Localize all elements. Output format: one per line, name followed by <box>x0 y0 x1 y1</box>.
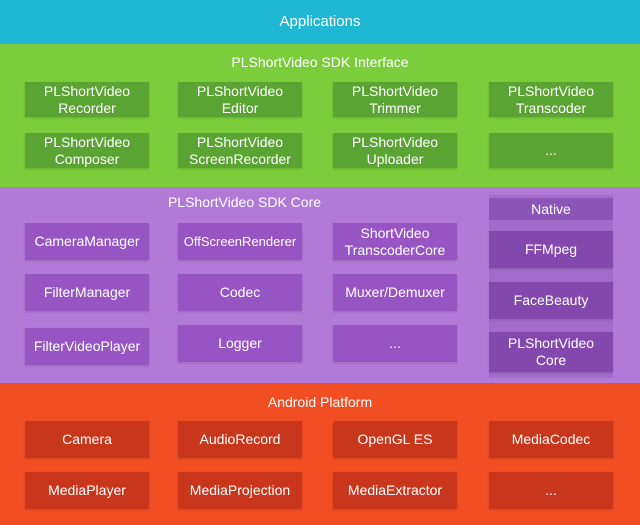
android-audiorecord-box: AudioRecord <box>178 421 302 458</box>
native-title: Native <box>489 198 613 220</box>
core-muxer-demuxer-box: Muxer/Demuxer <box>333 274 457 311</box>
android-platform-title: Android Platform <box>267 394 373 410</box>
applications-title: Applications <box>279 13 361 30</box>
core-codec-box: Codec <box>178 274 302 311</box>
interface-screenrecorder-box: PLShortVideo ScreenRecorder <box>178 133 302 168</box>
sdk-core-layer: PLShortVideo SDK Core CameraManager OffS… <box>0 187 640 383</box>
core-logger-box: Logger <box>178 325 302 362</box>
sdk-interface-layer: PLShortVideo SDK Interface PLShortVideo … <box>0 44 640 187</box>
core-cameramanager-box: CameraManager <box>25 223 149 260</box>
native-plshortvideo-core-box: PLShortVideo Core <box>489 332 613 372</box>
sdk-interface-title: PLShortVideo SDK Interface <box>231 54 409 70</box>
interface-uploader-box: PLShortVideo Uploader <box>333 133 457 168</box>
core-offscreenrenderer-box: OffScreenRenderer <box>178 223 302 260</box>
android-camera-box: Camera <box>25 421 149 458</box>
interface-more-box: ... <box>489 133 613 168</box>
core-more-box: ... <box>333 325 457 362</box>
native-panel: Native FFMpeg FaceBeauty PLShortVideo Co… <box>489 195 613 378</box>
core-transcodercore-box: ShortVideo TranscoderCore <box>333 223 457 260</box>
native-facebeauty-box: FaceBeauty <box>489 282 613 319</box>
android-more-box: ... <box>489 472 613 509</box>
android-mediaplayer-box: MediaPlayer <box>25 472 149 509</box>
interface-transcoder-box: PLShortVideo Transcoder <box>489 82 613 117</box>
core-filtermanager-box: FilterManager <box>25 274 149 311</box>
sdk-core-title: PLShortVideo SDK Core <box>167 194 322 210</box>
interface-editor-box: PLShortVideo Editor <box>178 82 302 117</box>
interface-composer-box: PLShortVideo Composer <box>25 133 149 168</box>
android-opengl-es-box: OpenGL ES <box>333 421 457 458</box>
native-ffmpeg-box: FFMpeg <box>489 231 613 268</box>
android-platform-layer: Android Platform Camera AudioRecord Open… <box>0 383 640 525</box>
android-mediaextractor-box: MediaExtractor <box>333 472 457 509</box>
android-mediaprojection-box: MediaProjection <box>178 472 302 509</box>
interface-recorder-box: PLShortVideo Recorder <box>25 82 149 117</box>
core-filtervideoplayer-box: FilterVideoPlayer <box>25 328 149 365</box>
interface-trimmer-box: PLShortVideo Trimmer <box>333 82 457 117</box>
android-mediacodec-box: MediaCodec <box>489 421 613 458</box>
applications-layer: Applications <box>0 0 640 44</box>
